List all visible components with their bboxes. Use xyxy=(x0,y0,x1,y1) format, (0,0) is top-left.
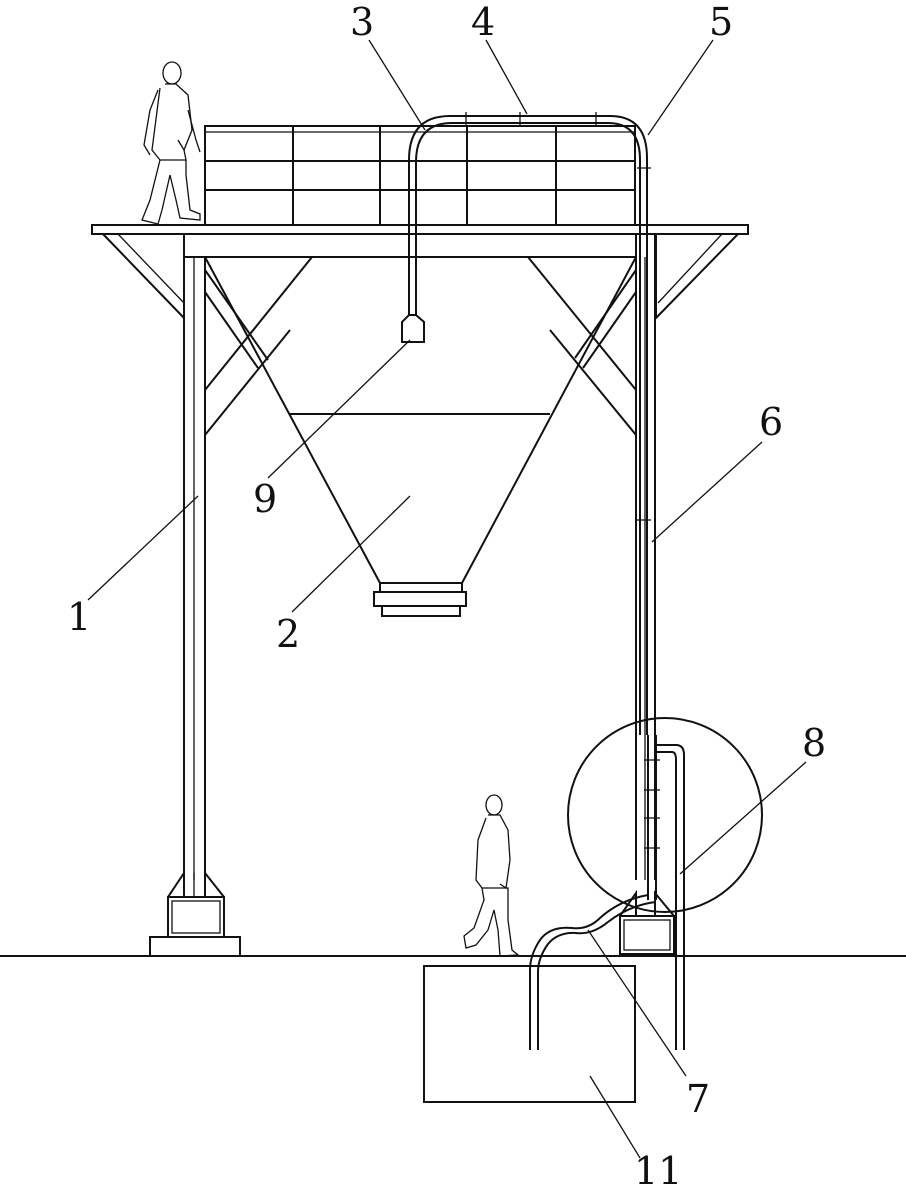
conveying-pipe xyxy=(401,112,685,1050)
column-base-right xyxy=(619,889,675,955)
label-11: 11 xyxy=(634,1149,682,1186)
label-8: 8 xyxy=(802,721,826,765)
label-7: 7 xyxy=(686,1077,710,1121)
leader-lines xyxy=(87,39,807,1159)
label-1: 1 xyxy=(67,595,91,639)
top-platform xyxy=(91,224,749,321)
label-3: 3 xyxy=(350,0,374,44)
label-9: 9 xyxy=(253,477,277,521)
label-5: 5 xyxy=(709,0,733,44)
label-6: 6 xyxy=(759,400,783,444)
label-2: 2 xyxy=(276,612,300,656)
hopper xyxy=(204,256,637,617)
label-4: 4 xyxy=(471,0,495,44)
person-on-ground xyxy=(463,794,520,957)
person-on-platform xyxy=(141,61,201,225)
detail-circle xyxy=(567,717,763,913)
column-base-left xyxy=(149,869,241,957)
